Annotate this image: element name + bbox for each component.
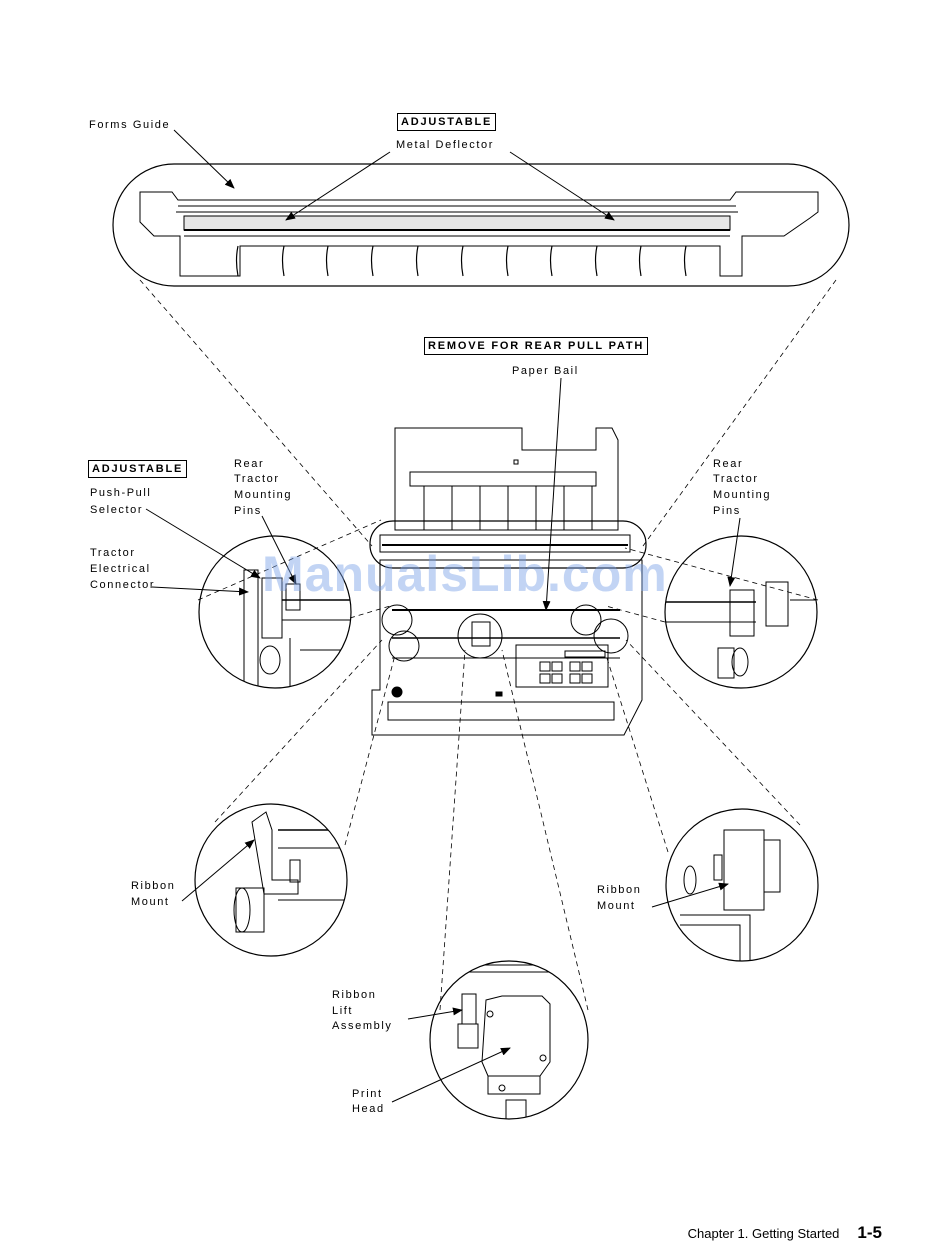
electrical-label: Electrical: [90, 561, 151, 577]
right-tractor-detail: [660, 536, 820, 688]
connector-label: Connector: [90, 577, 155, 593]
watermark: ManualsLib.com: [262, 545, 668, 603]
forms-guide-ribs: [237, 246, 687, 276]
rear-left-3: Mounting: [234, 487, 292, 503]
remove-rear-pull-badge: REMOVE FOR REAR PULL PATH: [424, 337, 648, 355]
rear-right-2: Tractor: [713, 471, 759, 487]
ribbon-mount-left-1: Ribbon: [131, 878, 175, 894]
rear-left-2: Tractor: [234, 471, 280, 487]
forms-guide-label: Forms Guide: [89, 117, 170, 133]
rear-right-3: Mounting: [713, 487, 771, 503]
chapter-title: Chapter 1. Getting Started: [688, 1226, 840, 1241]
left-ribbon-detail: [195, 804, 350, 956]
control-panel-keys: [540, 651, 605, 683]
ribbon-mount-right-1: Ribbon: [597, 882, 641, 898]
ribbon-lift-1: Ribbon: [332, 987, 376, 1003]
print-head-2: Head: [352, 1101, 385, 1117]
forms-guide-callout: [113, 164, 849, 286]
page-footer: Chapter 1. Getting Started 1-5: [688, 1223, 882, 1243]
adjustable-badge-left: ADJUSTABLE: [88, 460, 187, 478]
right-ribbon-detail: [666, 809, 818, 970]
page-number: 1-5: [857, 1223, 882, 1242]
selector-label: Selector: [90, 502, 143, 518]
ribbon-lift-2: Lift: [332, 1003, 353, 1019]
ribbon-mount-left-2: Mount: [131, 894, 170, 910]
push-pull-label: Push-Pull: [90, 485, 151, 501]
rear-right-1: Rear: [713, 456, 743, 472]
paper-bail-label: Paper Bail: [512, 363, 579, 379]
ribbon-lift-3: Assembly: [332, 1018, 392, 1034]
paper-stack: [424, 486, 592, 530]
print-head-detail: [430, 961, 600, 1120]
adjustable-badge-top: ADJUSTABLE: [397, 113, 496, 131]
ribbon-mount-right-2: Mount: [597, 898, 636, 914]
print-head-1: Print: [352, 1086, 383, 1102]
metal-deflector-label: Metal Deflector: [396, 137, 494, 153]
rear-right-4: Pins: [713, 503, 741, 519]
rear-left-4: Pins: [234, 503, 262, 519]
rear-left-1: Rear: [234, 456, 264, 472]
tractor-label: Tractor: [90, 545, 136, 561]
